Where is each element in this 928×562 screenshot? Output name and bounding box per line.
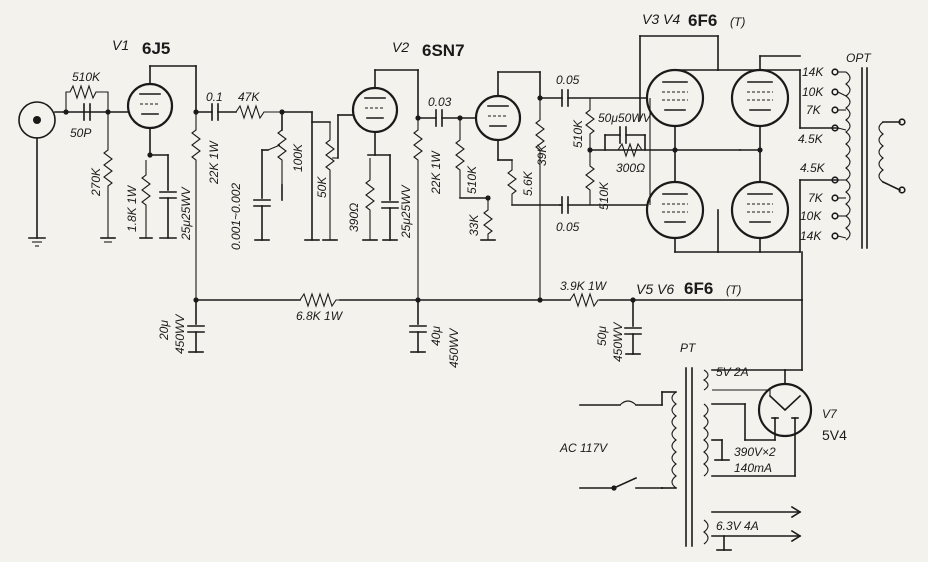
r-510k-in-label: 510K [72, 70, 101, 84]
v7-type: 5V4 [822, 427, 847, 443]
v34-type: 6F6 [688, 11, 717, 30]
v5-tube [645, 180, 705, 240]
heater-winding [711, 505, 802, 551]
c-50u-a-label: 50μ [595, 326, 609, 346]
ac-label: AC 117V [559, 441, 608, 455]
pt-5v-label: 5V 2A [716, 365, 749, 379]
opt-tap-top-3: 4.5K [798, 132, 824, 146]
coupling-005-bottom [559, 196, 651, 214]
power-transformer [671, 367, 709, 547]
v1-type: 6J5 [142, 39, 170, 58]
rectifier-v7 [711, 369, 813, 477]
v2-type: 6SN7 [422, 41, 465, 60]
v2-tube-b [474, 71, 541, 161]
v2-id: V2 [392, 39, 409, 55]
v56-type: 6F6 [684, 279, 713, 298]
c-40u-b-label: 450WV [447, 328, 461, 368]
opt-tap-top-1: 10K [802, 85, 824, 99]
r-39k-label: 39K [535, 144, 549, 166]
r-510k-g1-label: 510K [571, 119, 585, 148]
c-20u-a-label: 20μ [157, 320, 171, 341]
v6-tube [730, 180, 790, 240]
opt-tap-bottom-2: 10K [800, 209, 822, 223]
v2b-grid-network [455, 118, 496, 241]
b-plus-rail [193, 251, 803, 371]
pt-hv2-label: 140mA [734, 461, 772, 475]
input-signal-wire [54, 84, 131, 121]
pt-hv1-label: 390V×2 [734, 445, 776, 459]
r-22k-1-label: 22K 1W [207, 140, 221, 185]
v56-mode: (T) [726, 283, 741, 297]
r-50k-label: 50K [315, 176, 329, 198]
opt-tap-bottom-3: 14K [800, 229, 822, 243]
v3-tube [645, 68, 705, 128]
c-0001-label: 0.001~0.002 [229, 183, 243, 250]
opt-tap-bottom-0: 4.5K [800, 161, 826, 175]
c-005b-label: 0.05 [556, 220, 580, 234]
filter-cap-40u [409, 299, 427, 353]
v2-tube-a [351, 69, 419, 156]
r-68k-label: 6.8K 1W [296, 309, 344, 323]
v2a-plate-load [413, 69, 423, 300]
c-003-label: 0.03 [428, 95, 452, 109]
v1-cathode-network [139, 152, 177, 239]
coupling-005-top [539, 89, 651, 107]
v1-plate-load [191, 65, 201, 300]
opt-tap-top-0: 14K [802, 65, 824, 79]
v34-mode: (T) [730, 15, 745, 29]
output-transformer [831, 67, 906, 249]
volume-pot-50k [311, 114, 353, 241]
r-300-label: 300Ω [616, 161, 645, 175]
tone-network [253, 111, 320, 241]
r-39k1w-label: 3.9K 1W [560, 279, 608, 293]
c-20u-b-label: 450WV [173, 314, 187, 354]
coupling-003 [417, 109, 479, 127]
c-005a-label: 0.05 [556, 73, 580, 87]
coupling-01-and-47k [195, 103, 285, 121]
r-270k [100, 112, 116, 243]
r-33k-label: 33K [467, 214, 481, 236]
c-40u-a-label: 40μ [429, 326, 443, 346]
opt-label: OPT [846, 51, 872, 65]
pt-label: PT [680, 341, 697, 355]
opt-tap-top-2: 7K [806, 103, 822, 117]
splitter-cathode-56k [507, 160, 561, 206]
c-25u-1-label: 25μ25WV [179, 186, 193, 241]
opt-tap-bottom-1: 7K [808, 191, 824, 205]
c-01-label: 0.1 [206, 90, 223, 104]
c-50u50-label: 50μ50WV [598, 111, 652, 125]
r-22k-2-label: 22K 1W [429, 150, 443, 195]
c-50p-label: 50P [70, 126, 91, 140]
v56-id: V5 V6 [636, 281, 674, 297]
splitter-plate-39k [535, 71, 545, 300]
c-25u-2-label: 25μ25WV [399, 184, 413, 239]
output-grid-bias [585, 98, 741, 205]
v34-id: V3 V4 [642, 11, 680, 27]
v2a-cathode-network [362, 154, 399, 241]
c-50u-b-label: 450WV [611, 322, 625, 362]
r-510k-2-label: 510K [465, 165, 479, 194]
pt-63-label: 6.3V 4A [716, 519, 759, 533]
input-jack [18, 101, 56, 247]
v7-id: V7 [822, 407, 838, 421]
ac-input [579, 391, 677, 491]
r-18k-label: 1.8K 1W [125, 184, 139, 232]
filter-cap-50u [624, 299, 642, 355]
v1-id: V1 [112, 37, 129, 53]
v4-tube [730, 68, 790, 128]
output-stage-wiring [639, 35, 839, 253]
r-56k-label: 5.6K [521, 170, 535, 196]
r-47k-label: 47K [238, 90, 260, 104]
filter-cap-20u [187, 299, 205, 353]
r-390-label: 390Ω [347, 203, 361, 232]
r-270k-label: 270K [89, 167, 103, 197]
r-100k-label: 100K [291, 143, 305, 172]
v1-tube [126, 65, 197, 156]
r-510k-g2-label: 510K [597, 181, 611, 210]
